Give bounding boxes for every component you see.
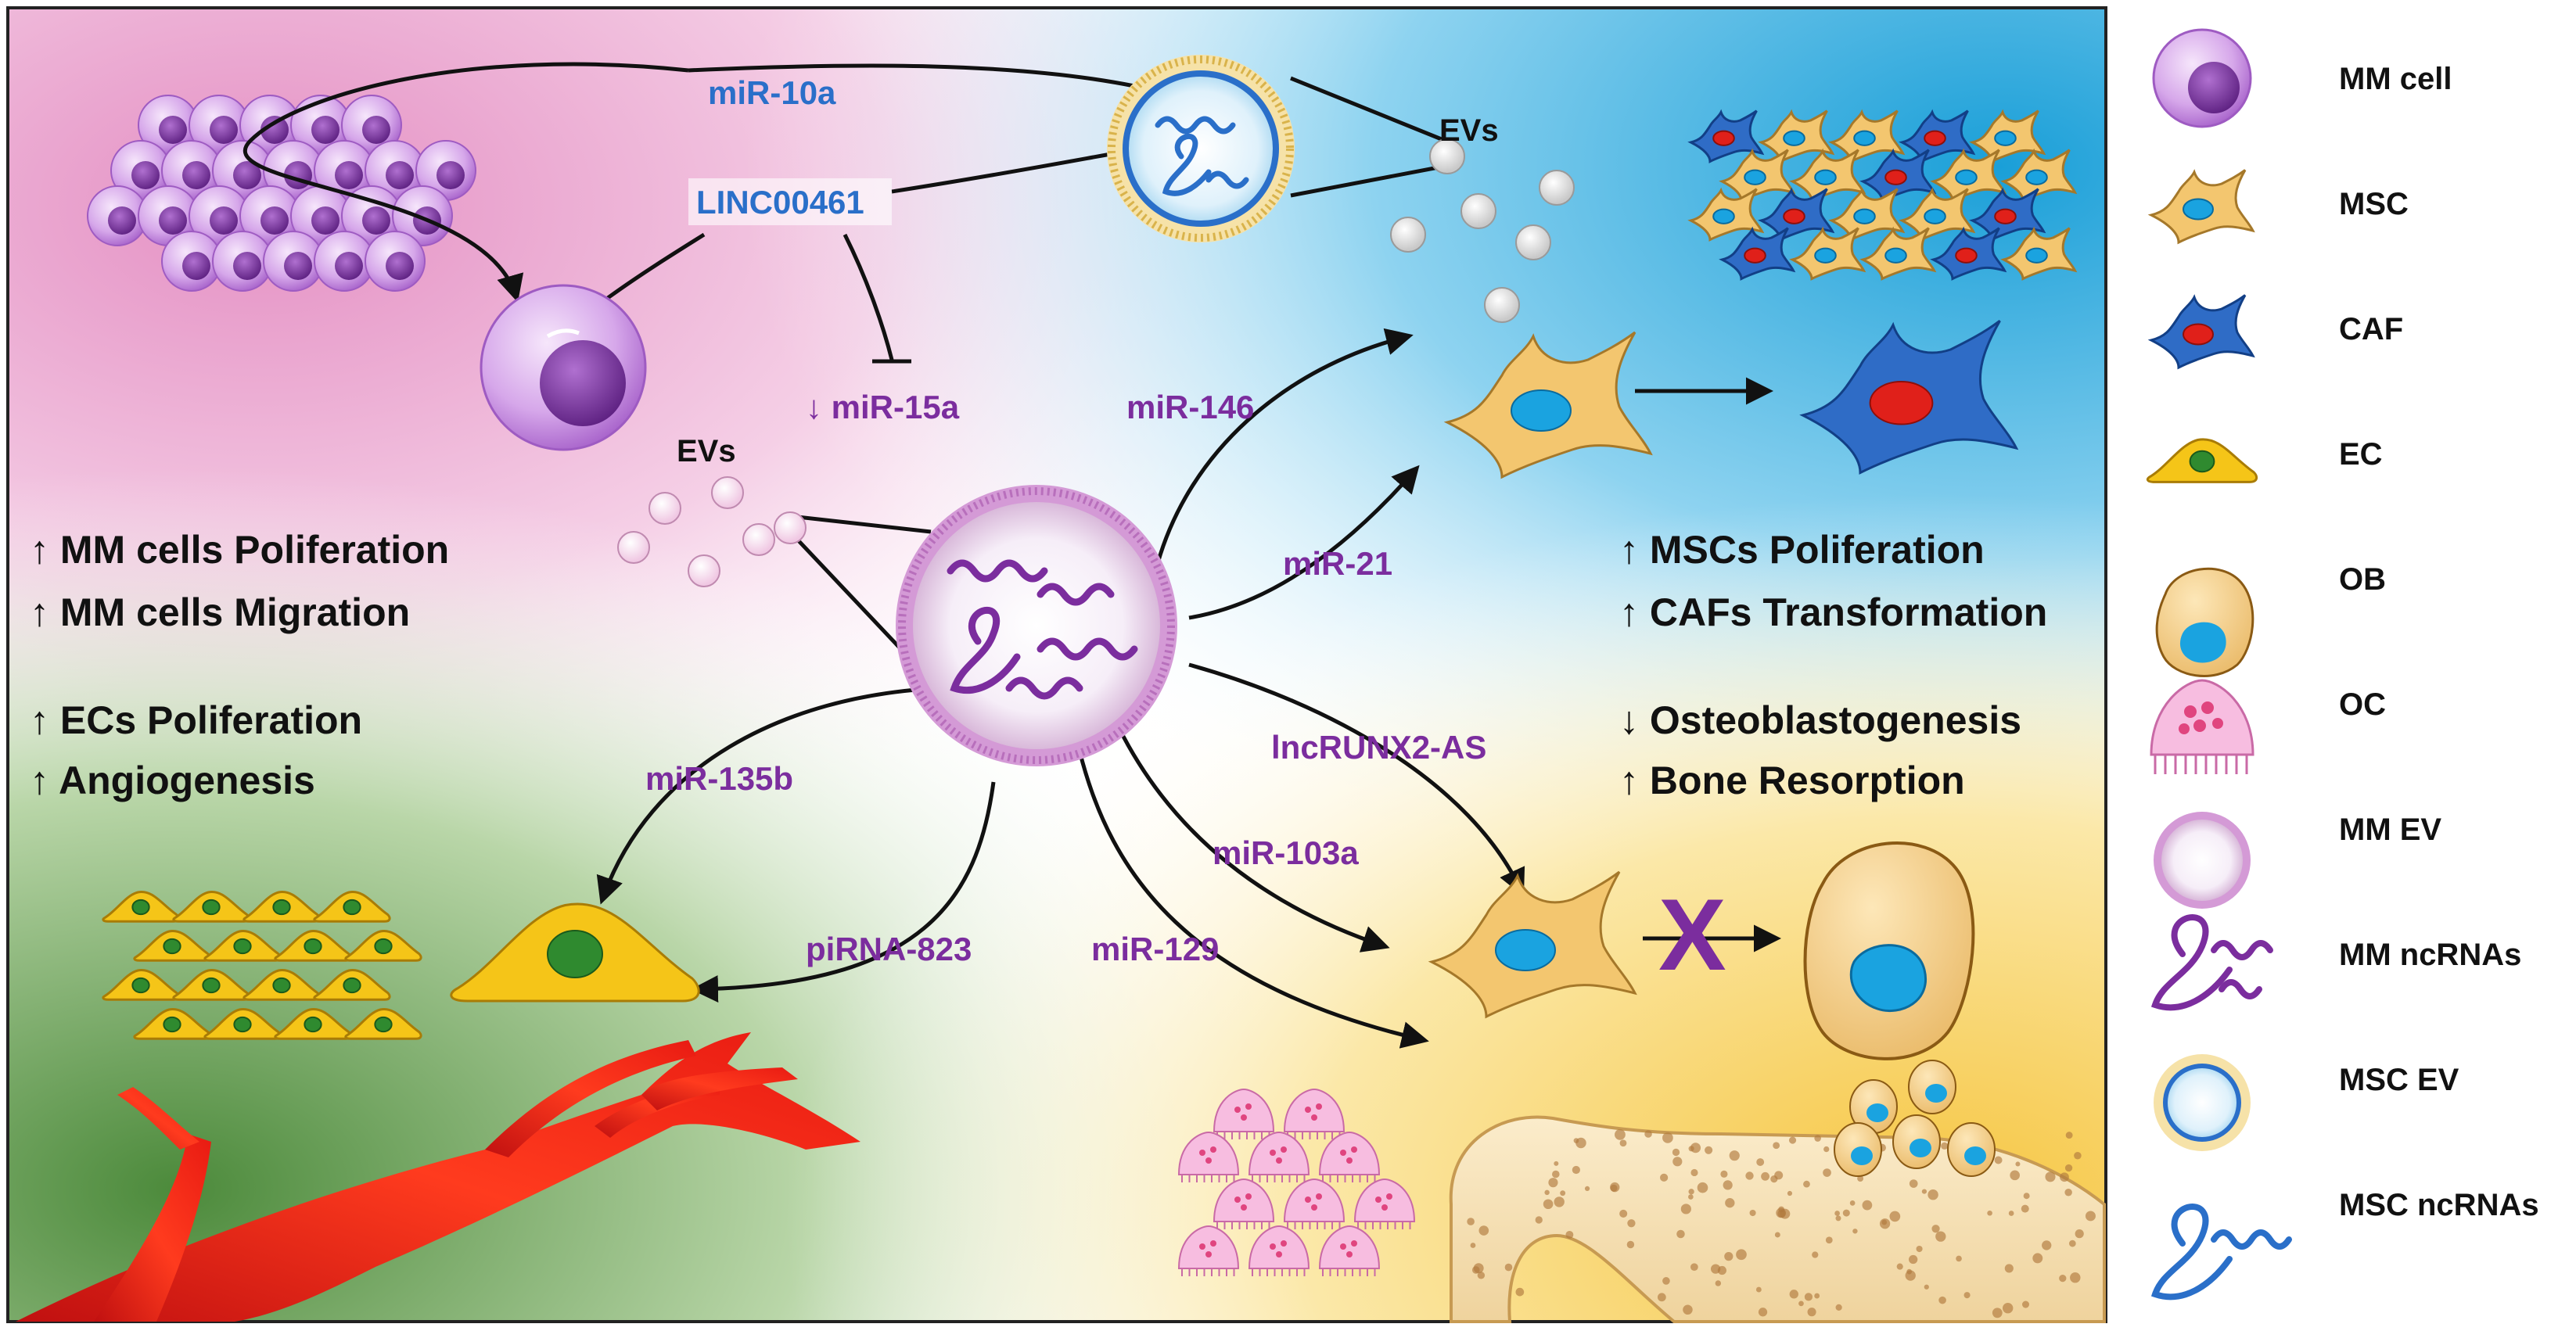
legend-label-7: MM ncRNAs [2339, 938, 2521, 972]
arrow-mir129 [1077, 750, 1429, 1049]
inhibition-x: X [1658, 877, 1726, 992]
legend-label-5: OC [2339, 687, 2386, 722]
label-mir15a: ↓ miR-15a [806, 389, 960, 425]
legend-label-6: MM EV [2339, 813, 2441, 847]
label-mir146: miR-146 [1126, 389, 1254, 425]
effect-ec-proliferation: ↑ ECs Poliferation [30, 698, 362, 742]
ob-small-cells [1834, 1060, 1996, 1177]
msc-ev-top [1107, 55, 1295, 242]
legend-label-3: EC [2339, 437, 2383, 472]
arrow-mir10a-to-mm [243, 62, 689, 303]
mm-cell-single [480, 284, 647, 451]
arrow-mir21 [1188, 465, 1420, 620]
legend-label-9: MSC ncRNAs [2339, 1188, 2539, 1222]
blood-vessel [16, 1032, 860, 1322]
line-evs-to-mmev-a [789, 514, 932, 534]
effect-mm-proliferation: ↑ MM cells Poliferation [30, 528, 449, 572]
line-evs-to-mscev-a [1290, 76, 1456, 147]
effect-caf-transformation: ↑ CAFs Transformation [1619, 590, 2047, 634]
arrow-mir103a [1116, 726, 1390, 953]
effect-angiogenesis: ↑ Angiogenesis [30, 759, 315, 802]
label-evs-left: EVs [677, 434, 736, 468]
mm-ncrna-icon [2150, 914, 2273, 1011]
effect-osteoblastogenesis: ↓ Osteoblastogenesis [1619, 698, 2021, 742]
msc-ncrna-icon [2150, 1204, 2292, 1301]
caf-cell-top [1799, 320, 2019, 475]
legend-label-1: MSC [2339, 187, 2409, 221]
mm-ev-center [896, 485, 1177, 766]
mm-cell-icon [2152, 28, 2252, 128]
msc-evs-group [1390, 138, 1575, 323]
bone [1449, 1115, 2106, 1323]
effect-msc-proliferation: ↑ MSCs Poliferation [1619, 528, 1985, 572]
inhibit-linc-mir15a [842, 233, 894, 361]
oc-icon [2150, 679, 2254, 774]
msc-icon [2147, 169, 2255, 245]
arrows [243, 62, 1781, 1049]
label-lncrunx2: lncRUNX2-AS [1271, 729, 1486, 766]
ob-icon [2155, 567, 2254, 677]
effect-mm-migration: ↑ MM cells Migration [30, 590, 410, 634]
label-pirna823: piRNA-823 [806, 931, 972, 967]
ob-cell-big [1803, 841, 1975, 1060]
arrow-mir135b [596, 686, 940, 905]
arrow-mir10a-to-mm-main [688, 63, 1135, 88]
legend-label-2: CAF [2339, 312, 2403, 346]
line-evs-to-mscev-b [1290, 162, 1456, 198]
label-mir21: miR-21 [1283, 545, 1392, 582]
ec-cluster [102, 891, 422, 1040]
legend-label-0: MM cell [2339, 62, 2452, 96]
label-mir10a: miR-10a [708, 74, 836, 111]
msc-cell-top [1443, 331, 1653, 479]
label-mir135b: miR-135b [645, 760, 793, 797]
mm-ev-icon [2154, 812, 2251, 909]
msc-cell-bottom [1428, 870, 1637, 1019]
arrow-mir146 [1155, 328, 1414, 564]
msc-ev-icon [2154, 1054, 2251, 1151]
msc-caf-cluster [1687, 109, 2078, 281]
effect-bone-resorption: ↑ Bone Resorption [1619, 759, 1965, 802]
label-mir129: miR-129 [1091, 931, 1219, 967]
arrow-pirna823 [691, 781, 996, 1003]
legend-label-4: OB [2339, 562, 2386, 597]
label-linc00461: LINC00461 [696, 184, 864, 221]
label-mir103a: miR-103a [1213, 834, 1359, 871]
oc-cluster [1177, 1088, 1416, 1276]
arrow-lncrunx2 [1188, 662, 1525, 897]
label-evs-top: EVs [1439, 113, 1499, 148]
mm-evs-group [617, 476, 807, 587]
caf-icon [2147, 294, 2255, 370]
legend-label-8: MSC EV [2339, 1063, 2459, 1097]
ec-cell-single [450, 902, 700, 1003]
ec-icon [2146, 438, 2258, 483]
